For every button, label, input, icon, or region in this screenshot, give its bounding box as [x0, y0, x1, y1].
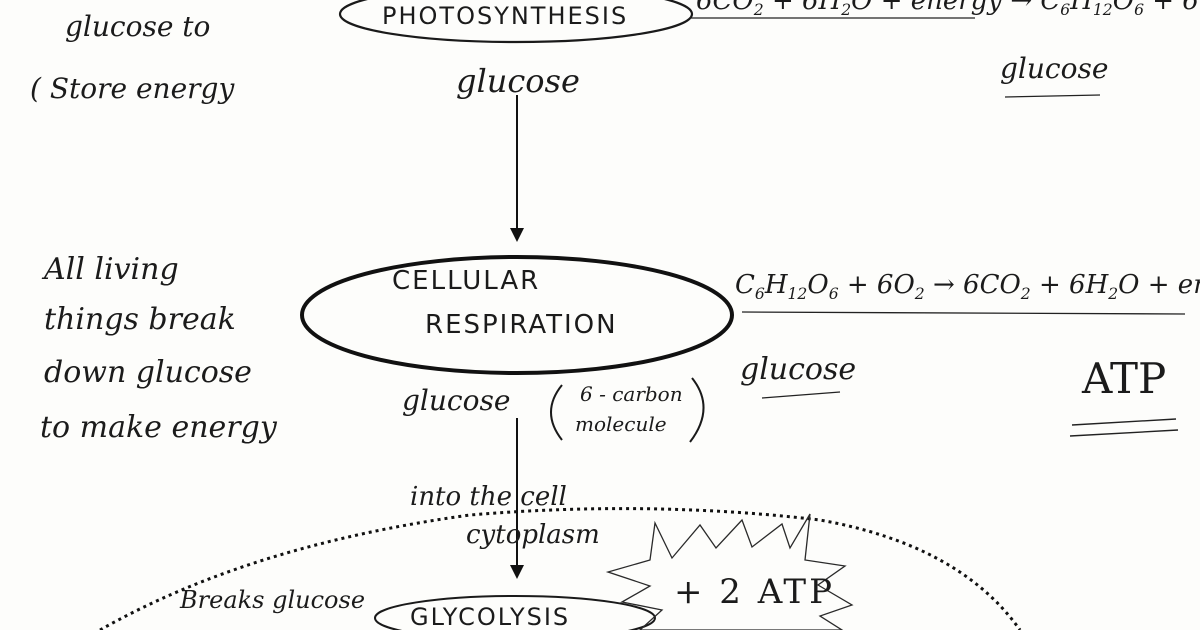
- eq-term: O + energy: [1118, 270, 1200, 300]
- glycolysis-ellipse: [374, 595, 656, 630]
- arrowhead-resp-to-glyco: [510, 565, 524, 579]
- photo-eq-glucose-label: glucose: [1000, 52, 1109, 85]
- eq-sub: 2: [914, 285, 925, 304]
- into-cell-label: into the cell: [410, 482, 567, 512]
- eq-term: C: [735, 270, 755, 300]
- eq-term: + 6H: [1038, 270, 1109, 300]
- photosynthesis-equation: 6CO2 + 6H2O + energy → C6H12O6 + 6O2: [696, 0, 1200, 19]
- cellular-respiration-line1: CELLULAR: [392, 266, 541, 296]
- photo-note-line1: glucose to: [65, 10, 211, 43]
- photosynthesis-label: PHOTOSYNTHESIS: [382, 2, 629, 30]
- eq-sub: 12: [1092, 1, 1113, 20]
- resp-note-line2: things break: [44, 302, 236, 337]
- respiration-equation: C6H12O6 + 6O2 → 6CO2 + 6H2O + energy: [735, 270, 1200, 303]
- cellular-respiration-ellipse: [300, 255, 734, 375]
- cytoplasm-label: cytoplasm: [466, 520, 600, 550]
- eq-sub: 6: [1134, 1, 1144, 20]
- eq-sub: 12: [787, 285, 808, 304]
- eq-term: H: [764, 270, 788, 300]
- eq-term: 6CO: [696, 0, 754, 16]
- photosynthesis-product: glucose: [456, 62, 580, 100]
- eq-term: H: [1070, 0, 1093, 16]
- resp-note-line4: to make energy: [40, 410, 277, 445]
- six-carbon-line1: 6 - carbon: [580, 382, 683, 406]
- eq-term: O + energy: [851, 0, 1003, 16]
- atp-gain-label: + 2 ATP: [674, 572, 835, 612]
- eq-term: O: [1112, 0, 1135, 16]
- respiration-input: glucose: [402, 384, 511, 417]
- eq-term: → C: [1010, 0, 1061, 16]
- left-parenthesis: [550, 384, 563, 441]
- photosynthesis-ellipse: [338, 0, 694, 44]
- six-carbon-line2: molecule: [575, 412, 667, 436]
- eq-sub: 6: [828, 285, 839, 304]
- eq-sub: 2: [841, 1, 852, 20]
- resp-eq-glucose-label: glucose: [740, 352, 857, 387]
- eq-sub: 6: [1060, 1, 1071, 20]
- eq-sub: 2: [1108, 285, 1119, 304]
- eq-term: + 6O: [1152, 0, 1200, 16]
- resp-glucose-underline: [761, 391, 841, 399]
- atp-underline-2: [1069, 429, 1179, 437]
- cellular-respiration-line2: RESPIRATION: [425, 310, 618, 340]
- photo-glucose-underline: [1004, 94, 1101, 98]
- resp-note-line1: All living: [44, 252, 179, 287]
- glyco-note: Breaks glucose: [180, 586, 366, 614]
- eq-term: + 6H: [771, 0, 842, 16]
- eq-term: → 6CO: [932, 270, 1021, 300]
- atp-label: ATP: [1082, 354, 1167, 403]
- arrowhead-photo-to-resp: [510, 228, 524, 242]
- eq-term: O: [807, 270, 829, 300]
- atp-underline-1: [1071, 418, 1177, 426]
- right-parenthesis: [689, 377, 705, 443]
- eq-sub: 2: [753, 1, 764, 20]
- resp-eq-underline: [741, 311, 1186, 315]
- eq-term: + 6O: [846, 270, 915, 300]
- eq-sub: 2: [1020, 285, 1031, 304]
- photo-note-line2: ( Store energy: [30, 72, 235, 105]
- eq-sub: 6: [754, 285, 765, 304]
- glycolysis-label: GLYCOLYSIS: [410, 603, 571, 630]
- resp-note-line3: down glucose: [44, 355, 252, 390]
- atp-starburst: [605, 513, 854, 630]
